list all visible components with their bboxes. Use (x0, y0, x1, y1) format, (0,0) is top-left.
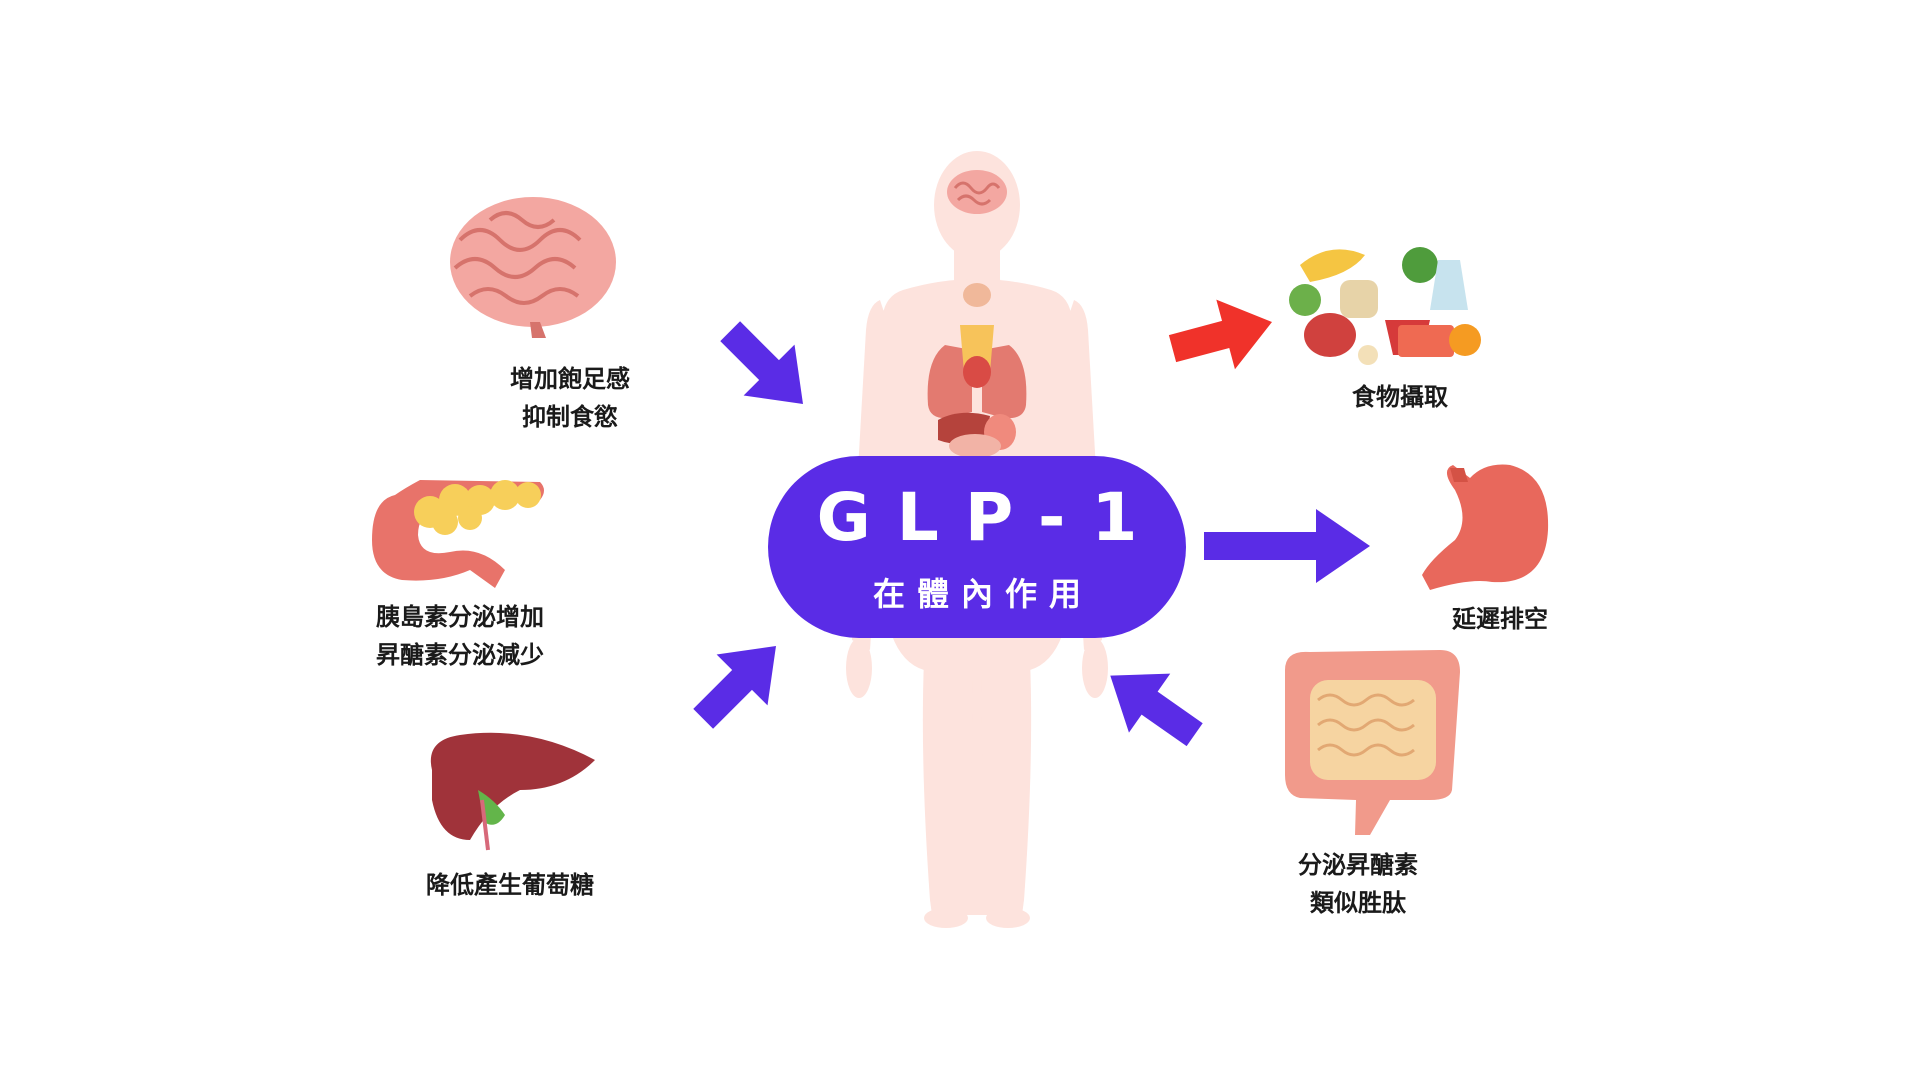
label-satiety-line1: 增加飽足感 (510, 365, 630, 393)
arrow-to-intestine (1110, 673, 1203, 747)
label-intestine-line2: 類似胜肽 (1310, 889, 1406, 917)
body-lungs-icon (927, 325, 1027, 419)
stomach-icon (1422, 464, 1549, 590)
label-pancreas: 胰島素分泌增加 昇醣素分泌減少 (360, 598, 560, 674)
center-title: GLP-1 (816, 479, 1164, 556)
body-thyroid-icon (963, 283, 991, 307)
pancreas-icon (372, 480, 544, 588)
label-intestine: 分泌昇醣素 類似胜肽 (1268, 846, 1448, 922)
center-subtitle: 在體內作用 (872, 575, 1093, 613)
food-icon (1289, 247, 1481, 365)
arrow-food-input (1168, 299, 1272, 370)
glp1-center-pill (768, 456, 1186, 638)
intestine-icon (1285, 650, 1460, 835)
label-satiety-line2: 抑制食慾 (522, 403, 618, 431)
label-food: 食物攝取 (1320, 378, 1480, 416)
label-satiety: 增加飽足感 抑制食慾 (470, 360, 670, 436)
body-liver-stomach-icon (938, 412, 1016, 458)
body-brain-icon (947, 170, 1007, 214)
arrow-to-liver (693, 646, 776, 729)
label-intestine-line1: 分泌昇醣素 (1298, 851, 1418, 879)
arrow-to-stomach (1204, 509, 1370, 583)
liver-icon (430, 732, 595, 851)
label-stomach: 延遲排空 (1420, 600, 1580, 638)
label-pancreas-line2: 昇醣素分泌減少 (376, 641, 544, 669)
arrow-to-brain (720, 321, 803, 404)
brain-icon (450, 197, 616, 338)
label-liver: 降低產生葡萄糖 (400, 866, 620, 904)
label-stomach-line1: 延遲排空 (1452, 605, 1548, 633)
label-pancreas-line1: 胰島素分泌增加 (376, 603, 544, 631)
label-liver-line1: 降低產生葡萄糖 (426, 871, 594, 899)
label-food-line1: 食物攝取 (1352, 383, 1448, 411)
